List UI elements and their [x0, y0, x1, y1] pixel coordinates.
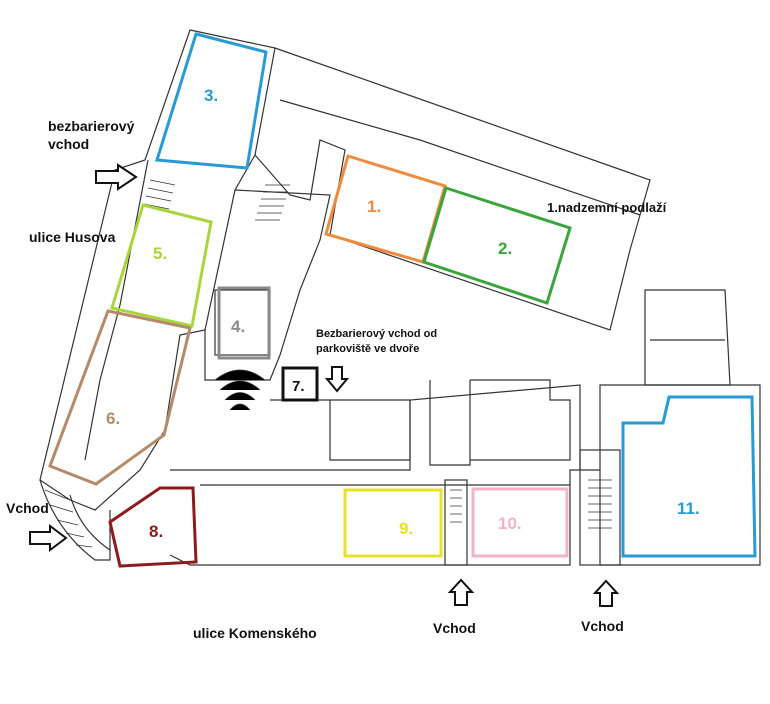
room-4-outline [217, 286, 271, 360]
barrier-free-entrance-label-1: bezbarierový [48, 118, 135, 134]
wall-mid-stair [444, 479, 468, 566]
room-4-number: 4. [231, 317, 245, 336]
room-8-number: 8. [149, 522, 163, 541]
parking-entrance-label-2: parkoviště ve dvoře [316, 343, 420, 355]
room-3-outline [155, 32, 268, 170]
entrance-left-label: Vchod [6, 500, 49, 516]
stairs [44, 179, 612, 548]
street-husova-label: ulice Husova [29, 229, 116, 245]
entrance-right-label: Vchod [581, 618, 624, 634]
building-walls [39, 29, 761, 566]
parking-entrance-label-1: Bezbarierový vchod od [316, 328, 438, 340]
wall-east-annex [644, 289, 731, 386]
wall-south-block [169, 384, 761, 566]
wall-south-inner [200, 399, 570, 486]
room-6-outline [48, 309, 192, 486]
room-10-outline [471, 487, 569, 558]
arrow-right-icon [95, 163, 138, 191]
room-2-number: 2. [498, 239, 512, 258]
wall-west-wing [39, 29, 276, 511]
room-5-outline [110, 203, 213, 328]
arrow-right-icon-2 [29, 524, 68, 552]
room-6-number: 6. [106, 409, 120, 428]
room-5-number: 5. [153, 244, 167, 263]
stair-mid [450, 489, 462, 523]
room-9-outline [343, 488, 443, 558]
stair-curve [44, 489, 93, 548]
room-9-number: 9. [399, 519, 413, 538]
wall-courtyard-rooms [329, 379, 571, 466]
stair-north [255, 184, 290, 221]
room-2-outline [422, 186, 572, 305]
room-11-number: 11. [677, 499, 700, 518]
floor-label: 1.nadzemní podlaží [547, 200, 667, 215]
wall-north-wing-inner [279, 99, 641, 216]
room-8-outline [108, 486, 198, 568]
wall-curve-entrance [39, 479, 111, 561]
stair-east [588, 479, 612, 529]
room-11-outline [621, 395, 757, 558]
room-10-number: 10. [498, 514, 522, 533]
arrow-up-icon-2 [592, 579, 620, 607]
room-1-outline [324, 154, 447, 264]
entrance-mid-label: Vchod [433, 620, 476, 636]
room-numbers: 3. 1. 2. 5. 6. 4. 7. 8. 9. 10. 11. [106, 86, 700, 541]
room-3-number: 3. [204, 86, 218, 105]
wall-east-stair [579, 449, 621, 566]
room-7-outline [281, 366, 319, 402]
arrow-up-icon [447, 578, 475, 606]
wall-curve-entrance-inner [69, 494, 111, 551]
entrance-arrows [29, 163, 620, 607]
room-7-number: 7. [292, 378, 305, 395]
room-1-number: 1. [367, 197, 381, 216]
stair-spiral [214, 369, 266, 411]
stair-west [143, 179, 176, 210]
room-outlines [48, 32, 757, 568]
arrow-down-icon [324, 366, 350, 393]
street-komenskeho-label: ulice Komenského [193, 625, 317, 641]
barrier-free-entrance-label-2: vchod [48, 136, 90, 152]
